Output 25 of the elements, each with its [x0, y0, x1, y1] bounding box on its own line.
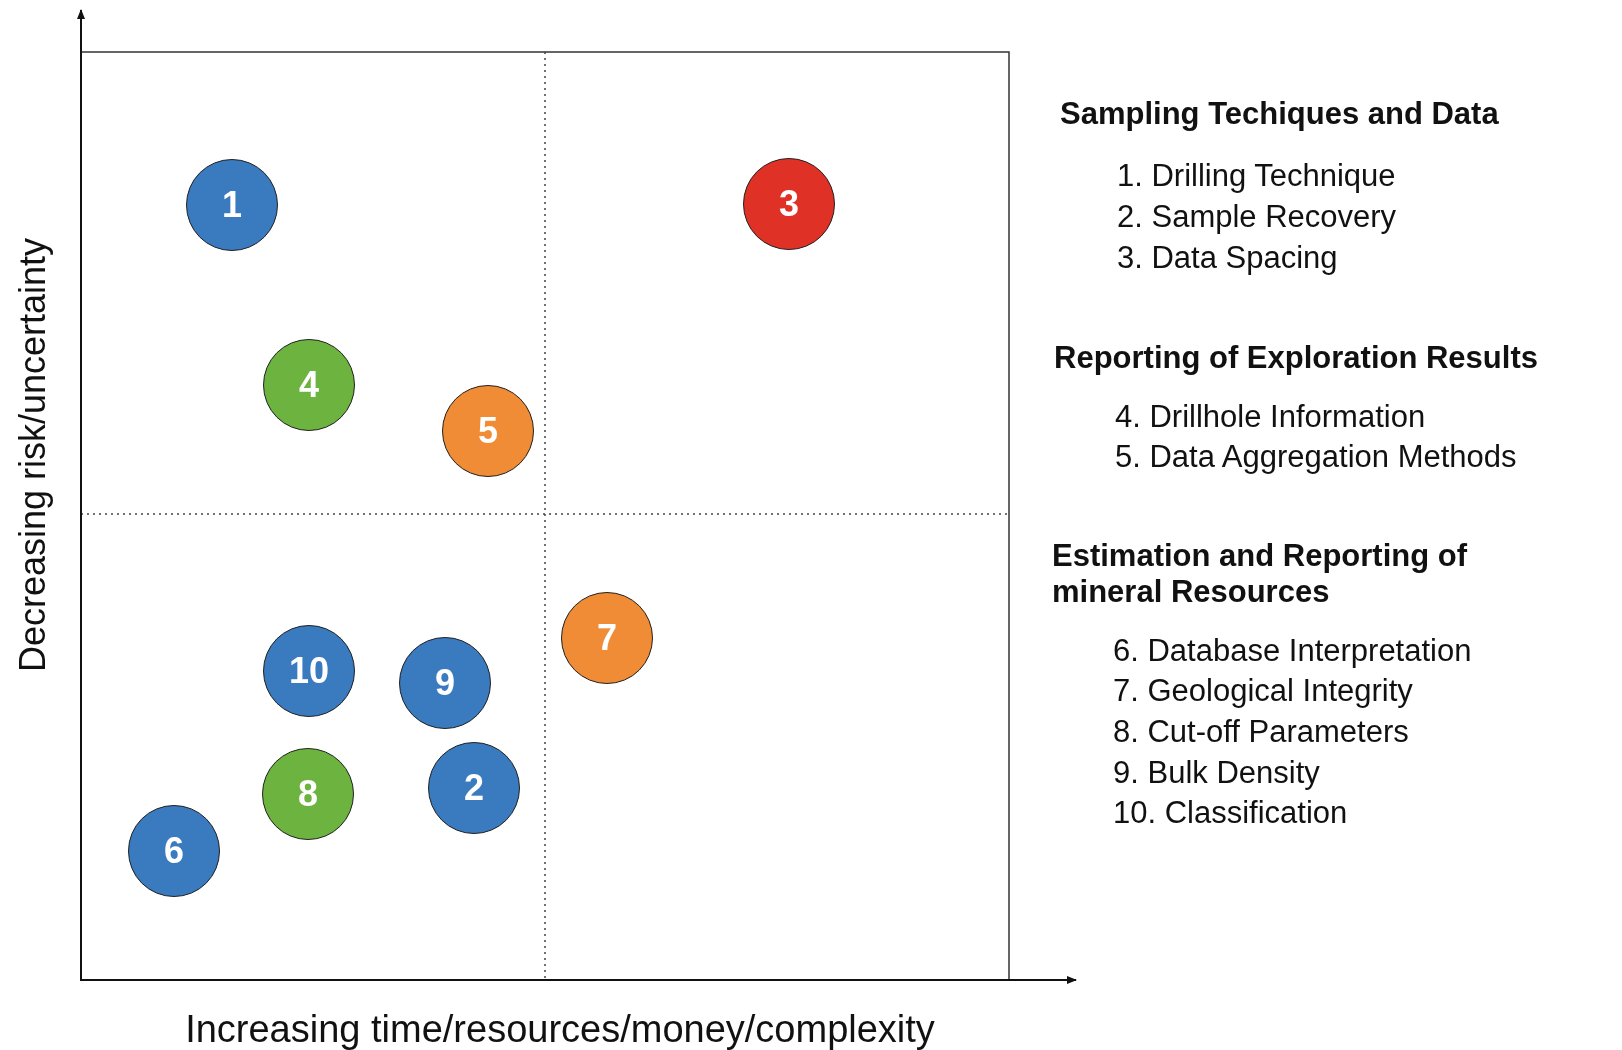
legend-item: 8. Cut-off Parameters [1113, 714, 1409, 750]
legend-item: 9. Bulk Density [1113, 755, 1320, 791]
numbered-circle: 3 [743, 158, 835, 250]
numbered-circle: 4 [263, 339, 355, 431]
legend-item: 7. Geological Integrity [1113, 673, 1413, 709]
numbered-circle: 5 [442, 385, 534, 477]
numbered-circle: 7 [561, 592, 653, 684]
numbered-circle: 8 [262, 748, 354, 840]
axis-title: Increasing time/resources/money/complexity [185, 1008, 935, 1050]
legend-heading: Sampling Techiques and Data [1060, 96, 1499, 132]
numbered-circle: 2 [428, 742, 520, 834]
numbered-circle: 9 [399, 637, 491, 729]
numbered-circle: 10 [263, 625, 355, 717]
axis-title: Decreasing risk/uncertainty [12, 237, 54, 673]
legend-item: 10. Classification [1113, 795, 1348, 831]
legend-item: 4. Drillhole Information [1115, 399, 1426, 435]
legend-item: 6. Database Interpretation [1113, 633, 1472, 669]
numbered-circle: 1 [186, 159, 278, 251]
legend-item: 3. Data Spacing [1117, 240, 1338, 276]
legend-item: 2. Sample Recovery [1117, 199, 1397, 235]
legend-heading: Estimation and Reporting of mineral Resources [1052, 538, 1469, 610]
legend-item: 5. Data Aggregation Methods [1115, 439, 1517, 475]
legend-heading: Reporting of Exploration Results [1054, 340, 1538, 376]
numbered-circle: 6 [128, 805, 220, 897]
legend-item: 1. Drilling Technique [1117, 158, 1396, 194]
